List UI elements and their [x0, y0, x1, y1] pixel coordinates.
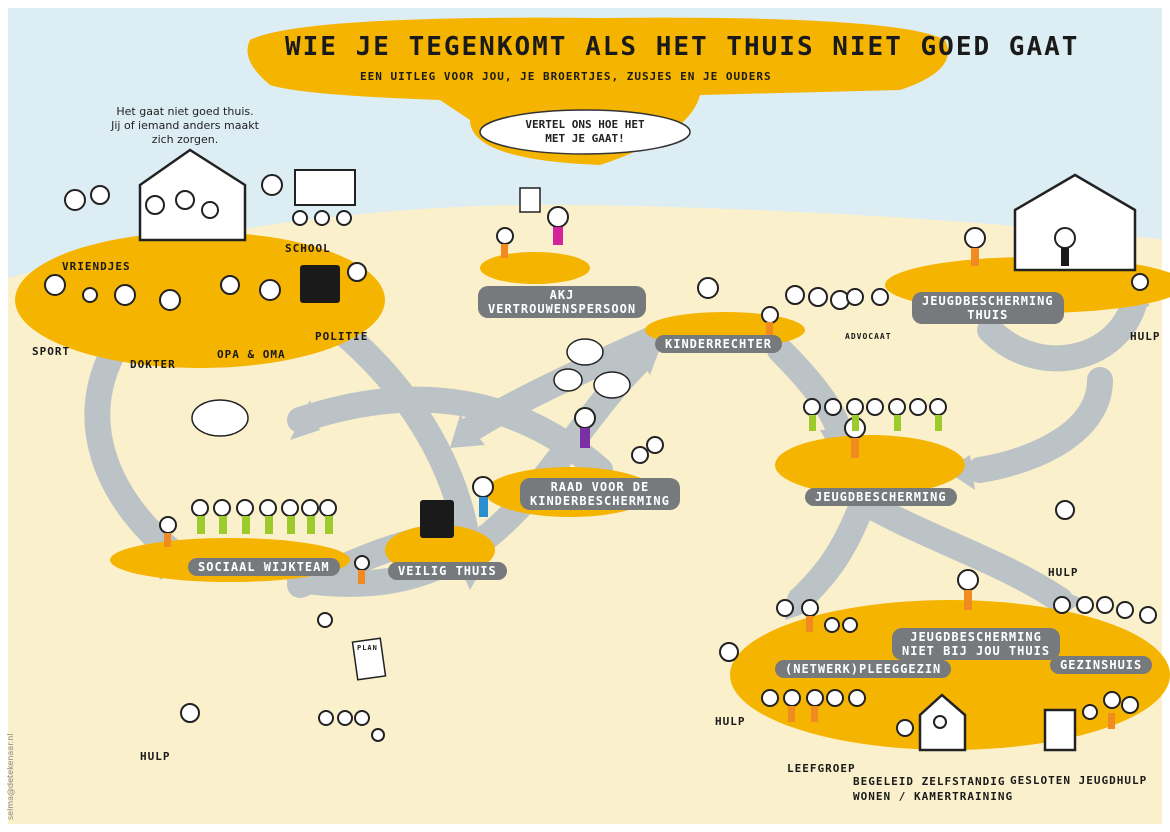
label-dokter: DOKTER	[130, 358, 176, 371]
label-hulp: HULP	[1048, 566, 1079, 579]
label-gesloten: GESLOTEN JEUGDHULP	[1010, 774, 1148, 787]
label-gezinshuis: GEZINSHUIS	[1050, 656, 1153, 674]
label-begeleid: BEGELEID ZELFSTANDIG WONEN / KAMERTRAINI…	[853, 775, 1014, 803]
label-hulp: HULP	[1130, 330, 1161, 343]
label-akj: AKJ VERTROUWENSPERSOON	[478, 286, 647, 318]
label-vriendjes: VRIENDJES	[62, 260, 131, 273]
label-veilig-thuis: VEILIG THUIS	[388, 562, 507, 580]
label-raad: RAAD VOOR DE KINDERBESCHERMING	[520, 478, 680, 510]
label-kinderrechter: KINDERRECHTER	[655, 335, 782, 353]
label-sport: SPORT	[32, 345, 71, 358]
label-hulp: HULP	[140, 750, 171, 763]
label-jeugdbescherming-niet-thuis: JEUGDBESCHERMING NIET BIJ JOU THUIS	[892, 628, 1061, 660]
intro-note: Het gaat niet goed thuis. Jij of iemand …	[111, 105, 259, 146]
label-sociaal-wijkteam: SOCIAAL WIJKTEAM	[188, 558, 340, 576]
label-politie: POLITIE	[315, 330, 369, 343]
label-advocaat: ADVOCAAT	[845, 332, 892, 341]
label-plan: PLAN	[357, 644, 378, 652]
label-jeugdbescherming-thuis: JEUGDBESCHERMING THUIS	[912, 292, 1064, 324]
credit-text: selma@detekenaar.nl	[6, 733, 15, 820]
label-school: SCHOOL	[285, 242, 331, 255]
label-jeugdbescherming: JEUGDBESCHERMING	[805, 488, 957, 506]
label-leefgroep: LEEFGROEP	[787, 762, 856, 775]
cloud-text: VERTEL ONS HOE HET MET JE GAAT!	[525, 118, 645, 145]
label-hulp: HULP	[715, 715, 746, 728]
label-pleeggezin: (NETWERK)PLEEGGEZIN	[775, 660, 952, 678]
page-title: WIE JE TEGENKOMT ALS HET THUIS NIET GOED…	[285, 32, 1080, 62]
page-subtitle: EEN UITLEG VOOR JOU, JE BROERTJES, ZUSJE…	[360, 70, 772, 83]
label-opa-oma: OPA & OMA	[217, 348, 286, 361]
